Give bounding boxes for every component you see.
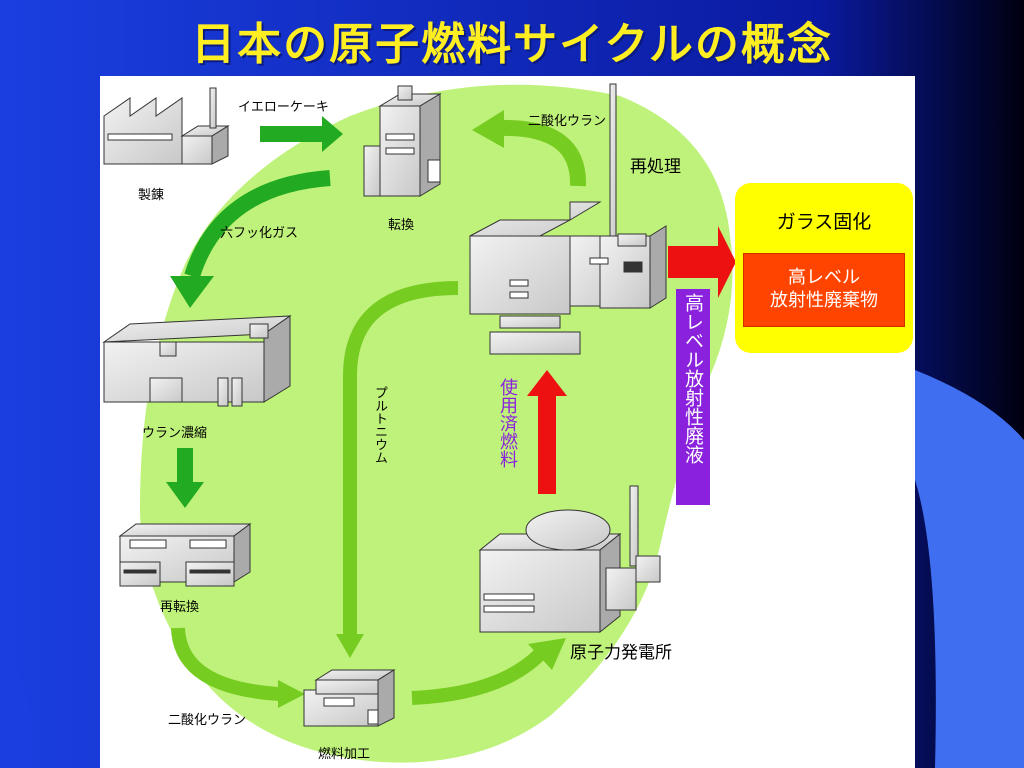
reprocessing-building [469, 83, 667, 355]
arrow-enrichment [166, 448, 204, 508]
arrow-spent-fuel [527, 370, 567, 494]
enrichment-building [102, 315, 292, 407]
vitrification-box: ガラス固化 高レベル 放射性廃棄物 [735, 183, 913, 353]
hlw-label-line2: 放射性廃棄物 [770, 290, 878, 311]
power-plant-building [478, 485, 661, 634]
refinery-building [103, 87, 230, 165]
arrow-plutonium [343, 281, 459, 636]
fabrication-building [303, 669, 396, 727]
arrow-to-glass [668, 226, 736, 298]
hl-liquid-waste-label: 高レベル放射性廃液 [682, 293, 704, 464]
spent-fuel-label: 使用済燃料 [497, 378, 518, 468]
yellowcake-label: イエローケーキ [238, 100, 329, 115]
reconversion-building [118, 523, 252, 587]
arrow-uf6 [184, 170, 331, 279]
uo2-bottom-label: 二酸化ウラン [168, 713, 247, 728]
conversion-building [363, 85, 442, 197]
reprocessing-label: 再処理 [630, 157, 681, 177]
hlw-label-line1: 高レベル [788, 267, 860, 288]
reconversion-label: 再転換 [160, 600, 200, 615]
vitrification-label: ガラス固化 [776, 211, 872, 233]
cycle-diagram [102, 83, 736, 763]
arrow-uo2-top [499, 119, 587, 187]
hlw-box: 高レベル 放射性廃棄物 [743, 253, 905, 327]
enrichment-label: ウラン濃縮 [142, 426, 208, 441]
uf6-label: 六フッ化ガス [220, 226, 299, 241]
conversion-label: 転換 [388, 218, 415, 233]
plutonium-label: プルトニウム [372, 386, 387, 464]
page-title: 日本の原子燃料サイクルの概念 [191, 19, 833, 70]
refinery-label: 製錬 [138, 188, 165, 203]
fabrication-label: 燃料加工 [318, 747, 371, 762]
uo2-top-label: 二酸化ウラン [528, 114, 607, 129]
hl-liquid-waste-box: 高レベル放射性廃液 [676, 289, 710, 505]
arrow-reconversion [171, 627, 281, 701]
arrow-yellowcake [260, 116, 343, 152]
diagram-panel: イエローケーキ 製錬 転換 六フッ化ガス ウラン濃縮 再転換 二酸化ウラン 燃料… [100, 76, 915, 768]
power-plant-label: 原子力発電所 [570, 643, 672, 663]
arrow-fuel [411, 648, 545, 705]
